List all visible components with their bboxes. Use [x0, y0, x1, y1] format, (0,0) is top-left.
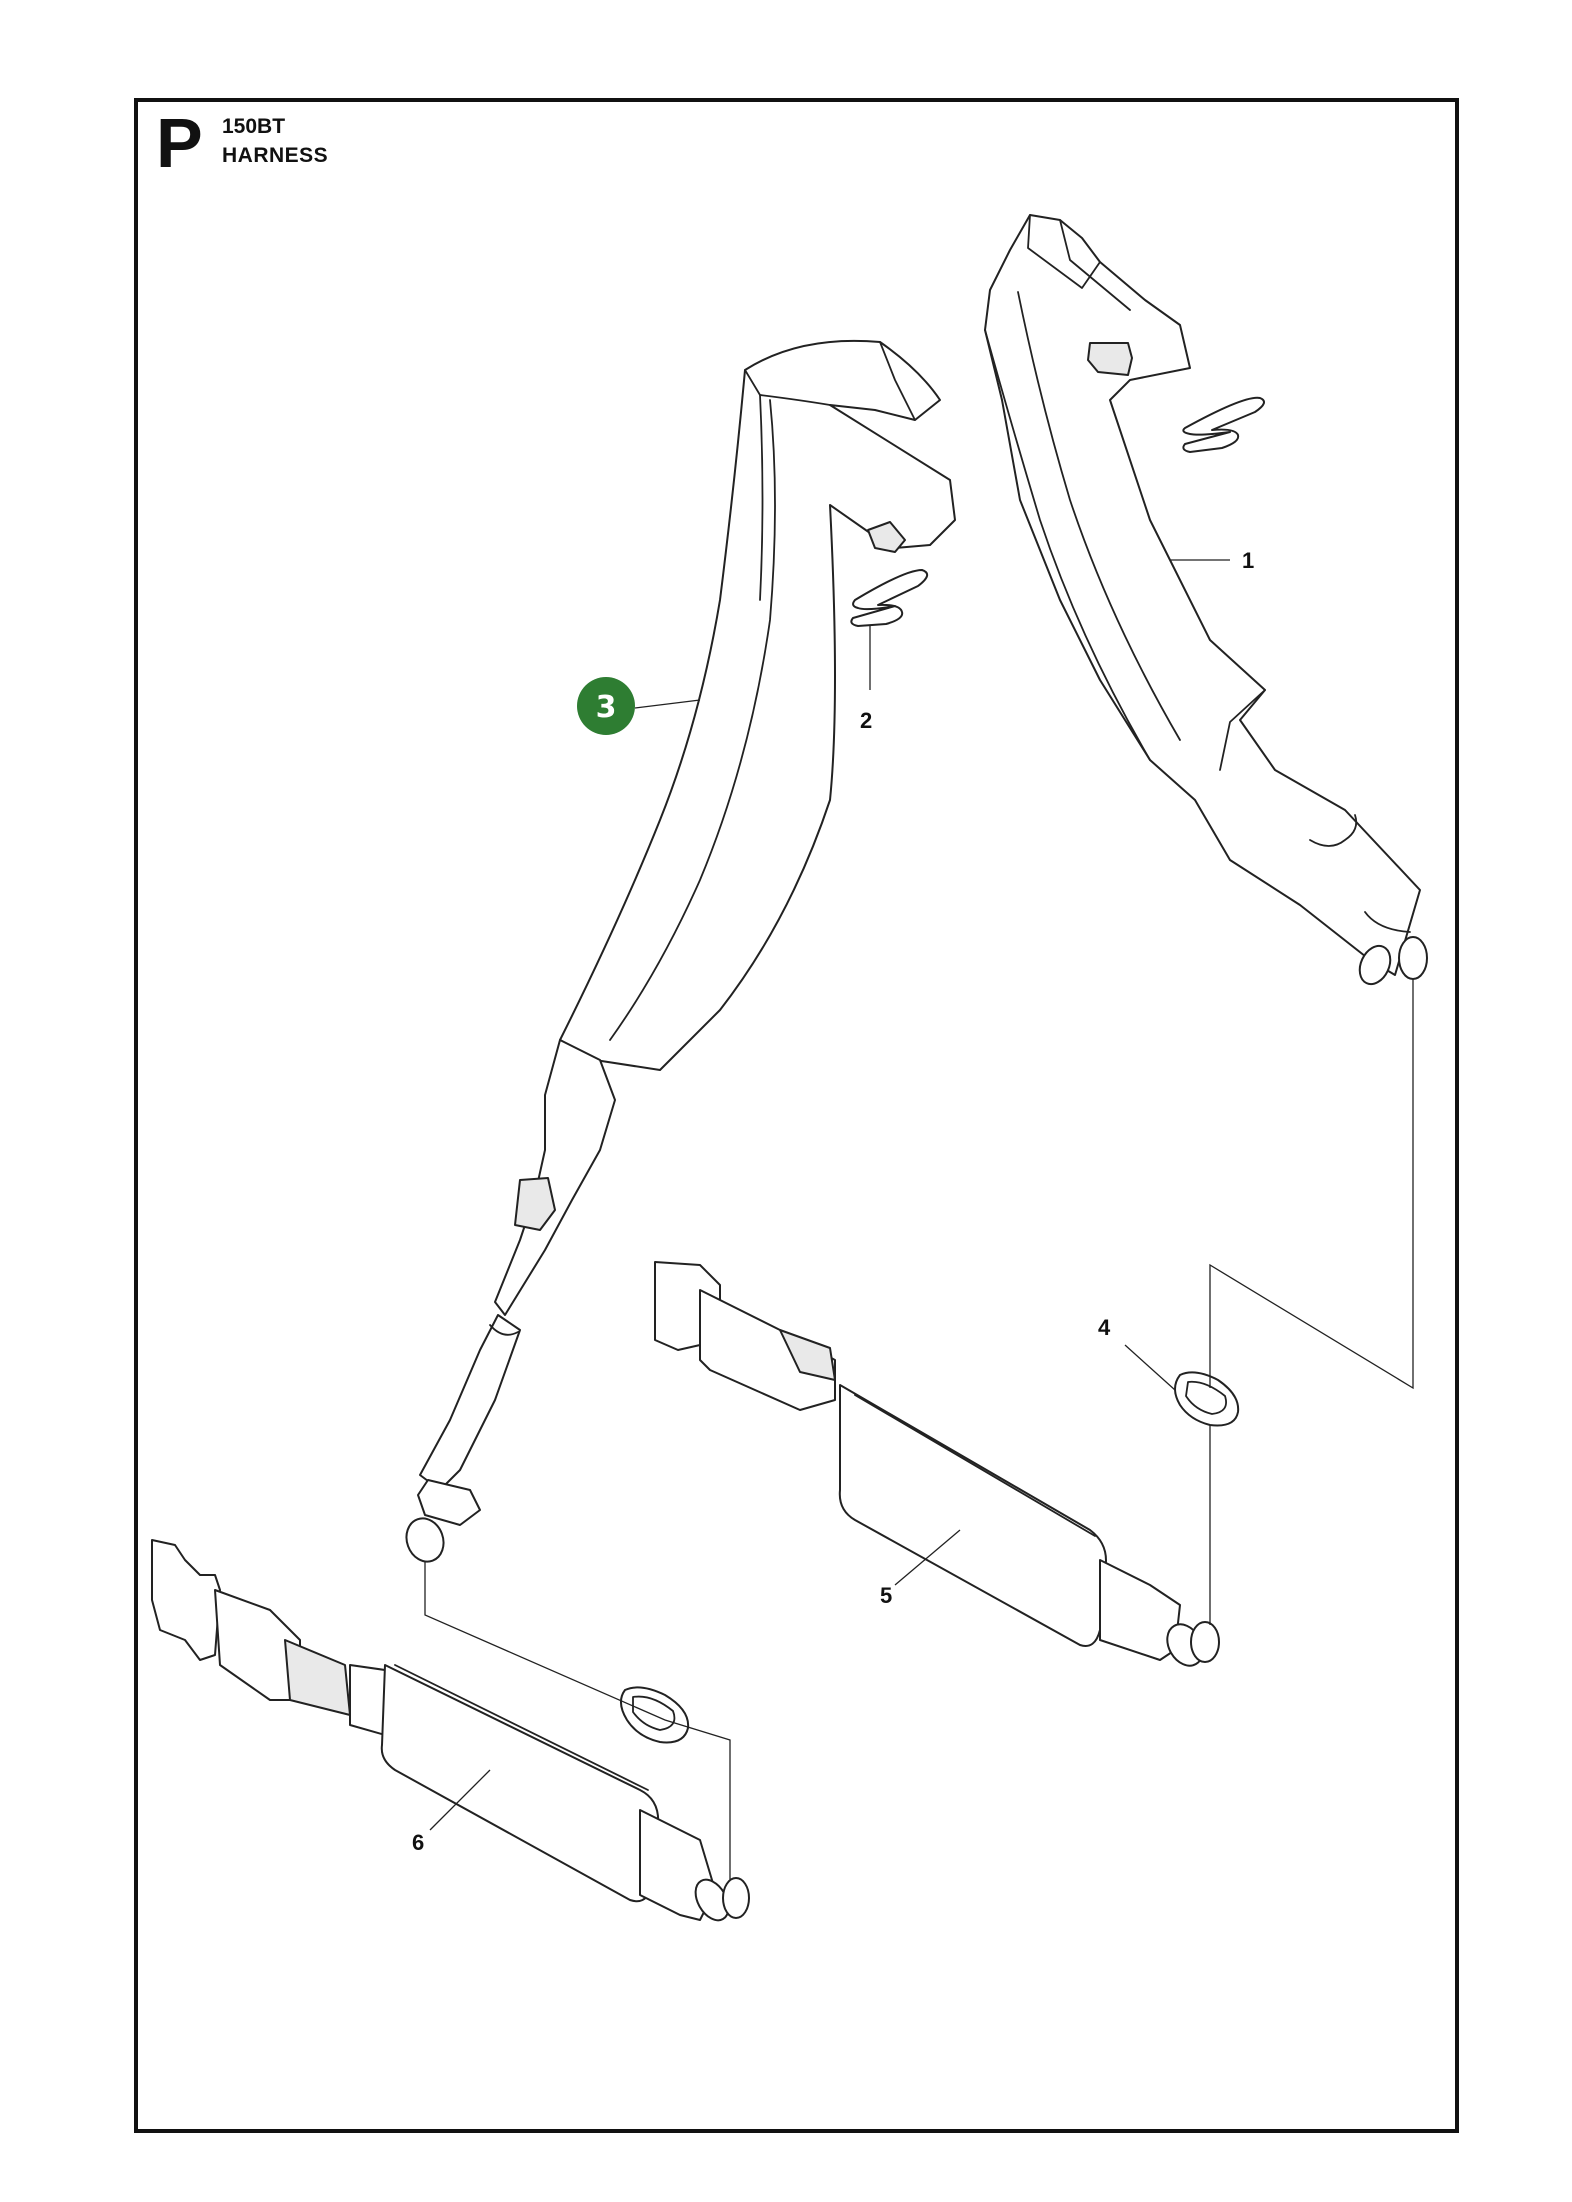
part-5-waist-pad: [654, 1261, 1220, 1667]
callout-5: 5: [880, 1583, 892, 1608]
part-2-s-hook-right: [1182, 396, 1265, 453]
callout-1: 1: [1242, 548, 1254, 573]
section-letter: P: [156, 104, 203, 182]
callout-4: 4: [1098, 1315, 1111, 1340]
part-6-waist-pad: [151, 1539, 750, 1922]
callout-2: 2: [860, 708, 872, 733]
callout-3-highlight: 3: [577, 677, 635, 735]
part-4-d-ring: [1174, 1371, 1240, 1427]
part-1-shoulder-strap-right: [984, 214, 1428, 986]
callout-leaders: [429, 559, 1230, 1831]
assembly-lines: [424, 978, 1414, 1880]
callout-3: 3: [596, 690, 617, 725]
part-2-s-hook-left: [850, 569, 929, 627]
part-3-shoulder-strap-left: [405, 339, 956, 1563]
callout-6: 6: [412, 1830, 424, 1855]
page-frame: [134, 98, 1459, 2133]
diagram-title: HARNESS: [222, 144, 329, 167]
model-number: 150BT: [222, 115, 286, 138]
